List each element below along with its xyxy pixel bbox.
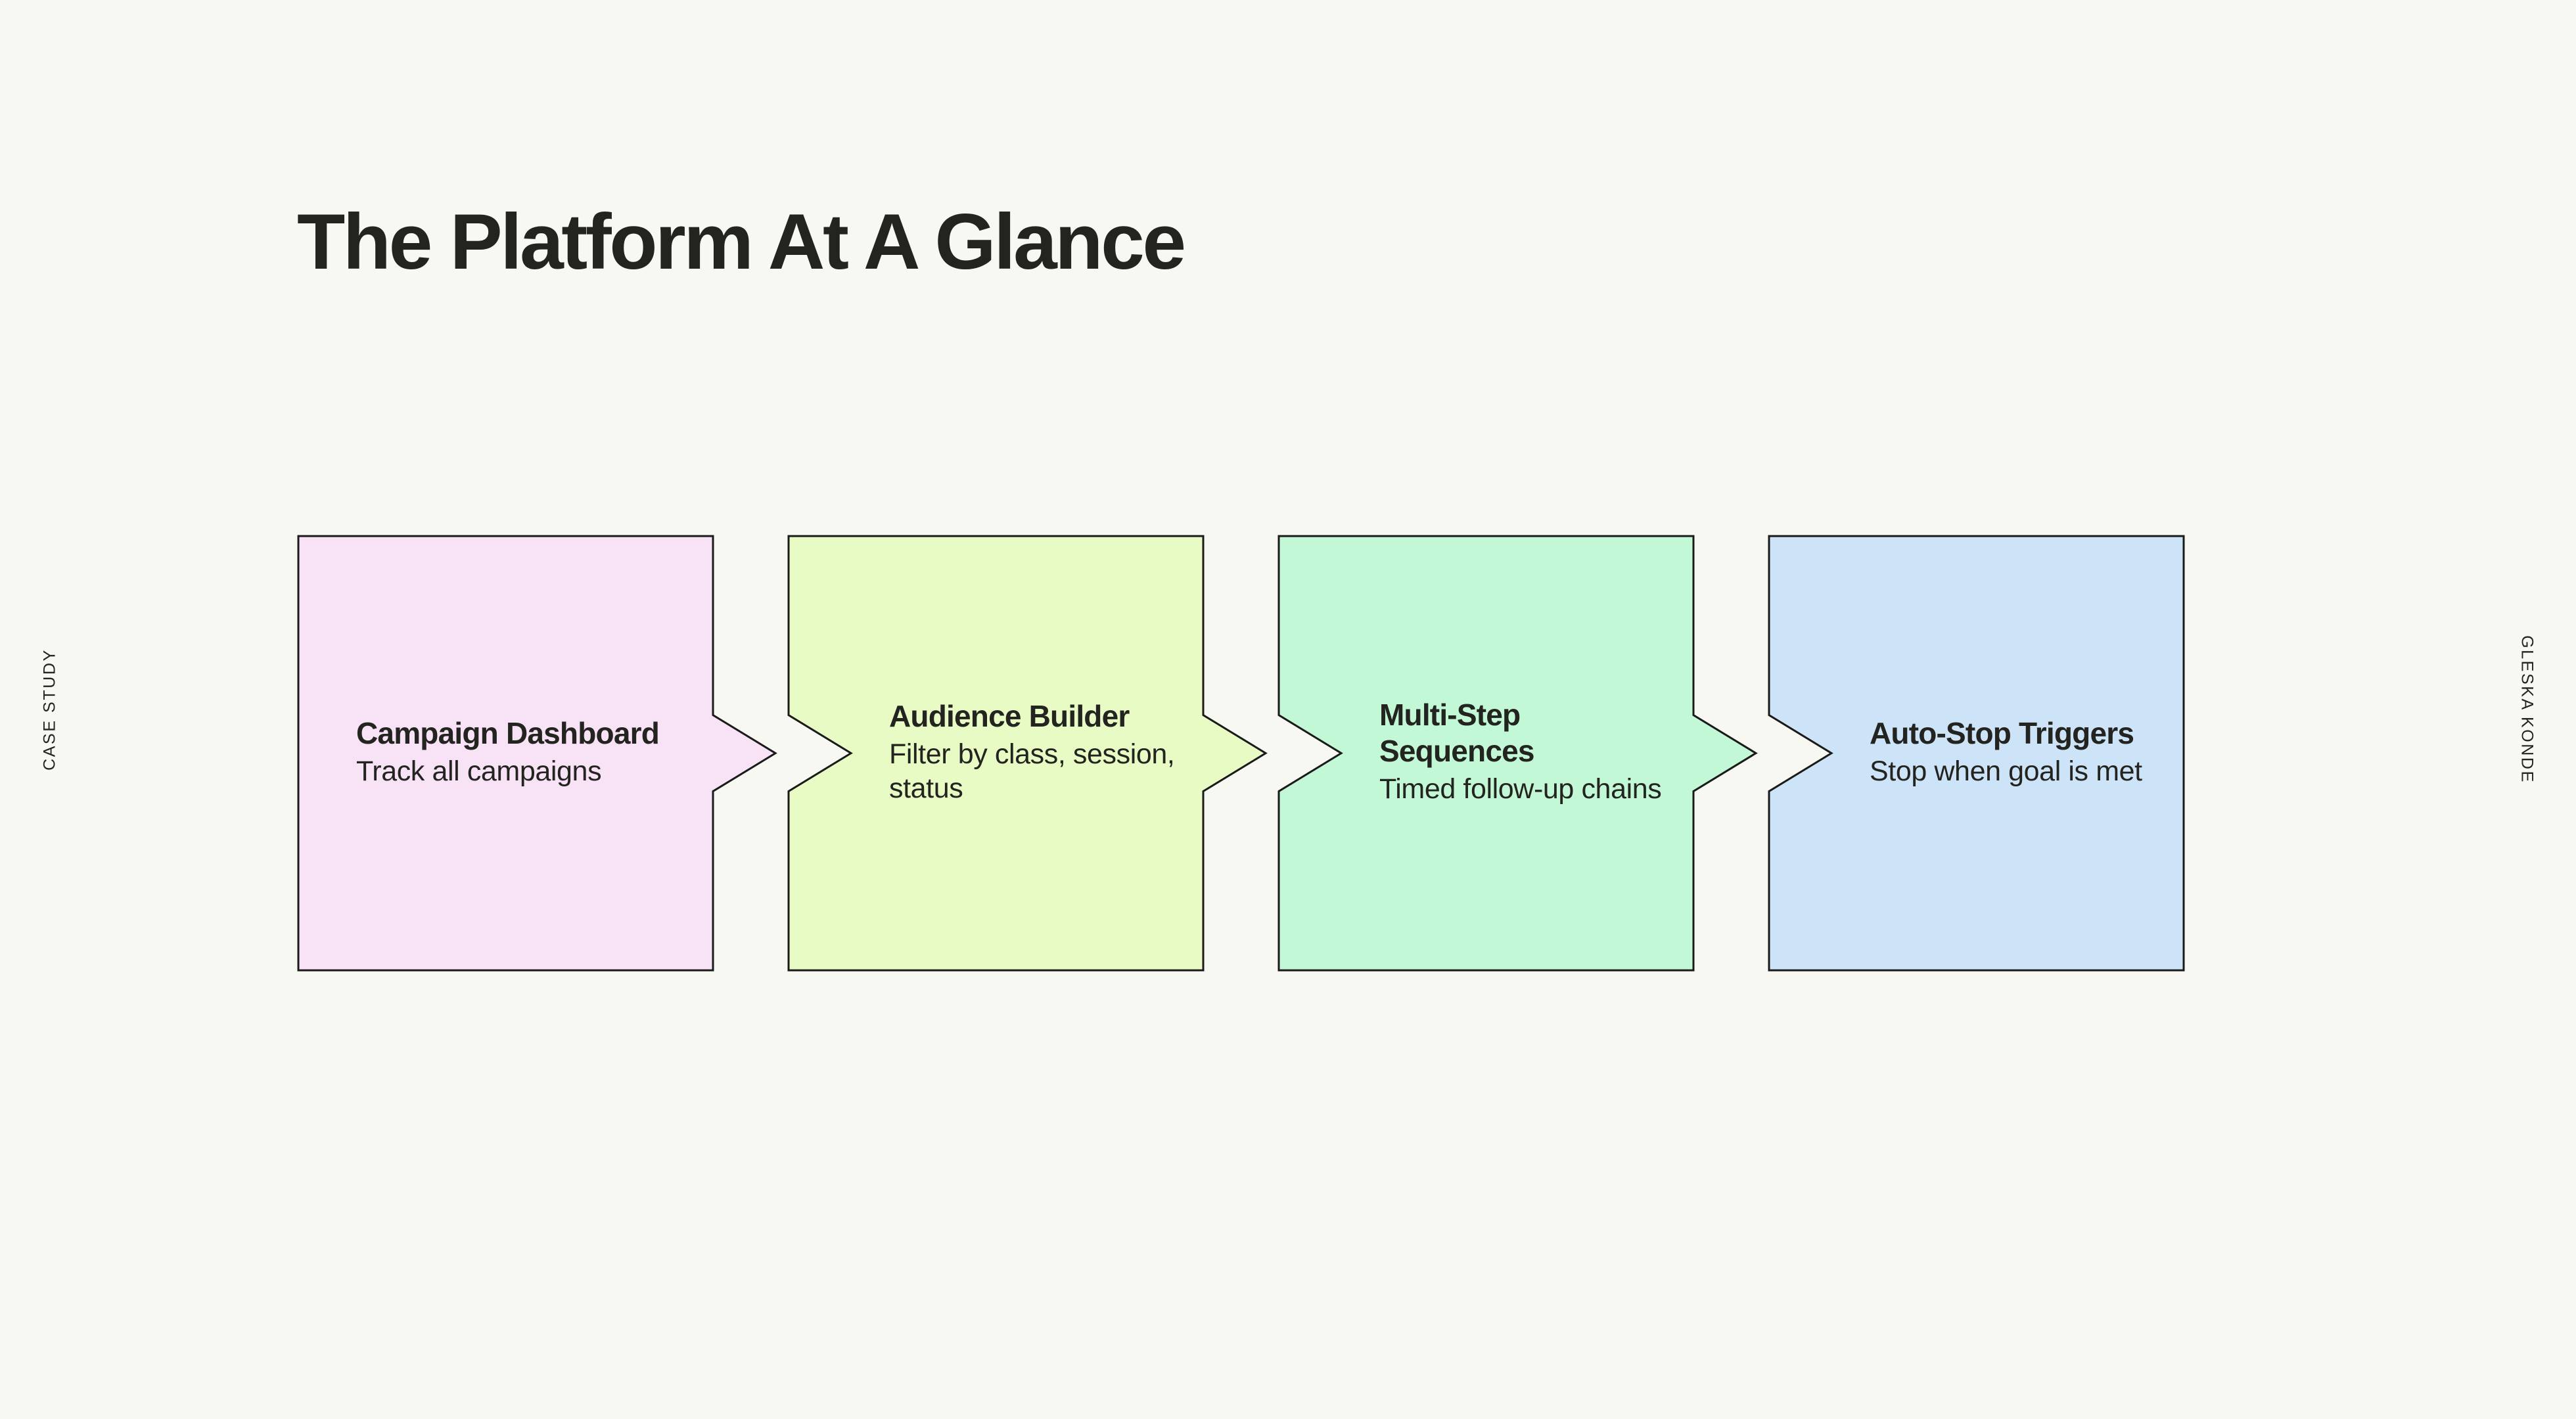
flow-step-title: Campaign Dashboard [356,715,660,750]
flow-step-description: Filter by class, session, status [889,738,1175,804]
flow-step-shape [787,535,1268,972]
flow-step-shape [1768,535,2185,972]
flow-step-shape [1277,535,1758,972]
page-title: The Platform At A Glance [297,198,1186,286]
flow-step-shape [297,535,777,972]
flow-step-title: Multi-Step Sequences [1379,698,1535,768]
side-label-brand: GLESKA KONDE [2518,635,2537,784]
flow-step-title: Audience Builder [889,698,1130,733]
side-label-case-study: CASE STUDY [40,648,59,771]
flow-step-description: Timed follow-up chains [1379,773,1662,805]
flow-step-title: Auto-Stop Triggers [1870,715,2134,750]
flow-step-description: Track all campaigns [356,755,602,787]
flow-step-description: Stop when goal is met [1870,755,2142,787]
